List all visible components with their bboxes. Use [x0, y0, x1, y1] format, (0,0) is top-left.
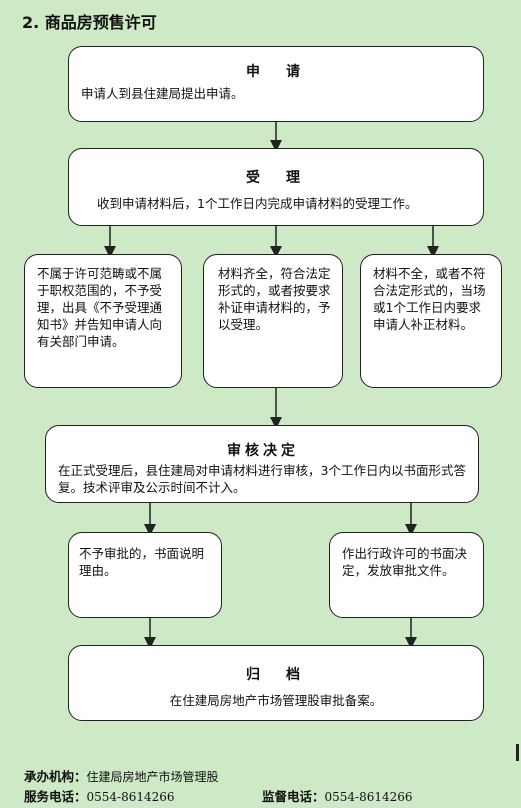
footer-service: 服务电话：0554-8614266 [24, 786, 175, 805]
agency-value: 住建局房地产市场管理股 [86, 770, 219, 784]
branch-complete: 材料齐全，符合法定形式的，或者按要求补证申请材料的，予以受理。 [203, 254, 343, 388]
supervise-label: 监督电话： [262, 789, 325, 804]
result-deny-body: 不予审批的，书面说明理由。 [79, 546, 205, 578]
footer-agency: 承办机构：住建局房地产市场管理股 [24, 766, 219, 785]
branch-reject-body: 不属于许可范畴或不属于职权范围的，不予受理，出具《不予受理通知书》并告知申请人向… [37, 266, 163, 349]
step-archive: 归 档 在住建局房地产市场管理股审批备案。 [68, 645, 484, 721]
step-review-body: 在正式受理后，县住建局对申请材料进行审核，3个工作日内以书面形式答复。技术评审及… [58, 463, 466, 495]
step-apply: 申 请 申请人到县住建局提出申请。 [68, 46, 484, 122]
step-apply-head: 申 请 [246, 64, 306, 80]
service-phone: 0554-8614266 [86, 790, 175, 804]
step-archive-head: 归 档 [246, 667, 306, 683]
branch-reject: 不属于许可范畴或不属于职权范围的，不予受理，出具《不予受理通知书》并告知申请人向… [24, 254, 182, 388]
supervise-phone: 0554-8614266 [324, 790, 413, 804]
edge-marker [516, 744, 519, 761]
step-review-head: 审核决定 [227, 443, 299, 459]
result-approve-body: 作出行政许可的书面决定，发放审批文件。 [342, 546, 468, 578]
service-label: 服务电话： [24, 789, 87, 804]
result-deny: 不予审批的，书面说明理由。 [68, 532, 222, 618]
agency-label: 承办机构： [24, 769, 87, 784]
step-apply-body: 申请人到县住建局提出申请。 [81, 86, 244, 101]
step-review: 审核决定 在正式受理后，县住建局对申请材料进行审核，3个工作日内以书面形式答复。… [45, 425, 479, 503]
page-title: 2. 商品房预售许可 [22, 13, 157, 32]
step-accept-body: 收到申请材料后，1个工作日内完成申请材料的受理工作。 [97, 196, 418, 211]
result-approve: 作出行政许可的书面决定，发放审批文件。 [329, 532, 484, 618]
branch-complete-body: 材料齐全，符合法定形式的，或者按要求补证申请材料的，予以受理。 [218, 266, 331, 332]
branch-incomplete: 材料不全，或者不符合法定形式的，当场或1个工作日内要求申请人补正材料。 [360, 254, 502, 388]
step-accept-head: 受 理 [246, 170, 306, 186]
step-archive-body: 在住建局房地产市场管理股审批备案。 [169, 693, 383, 708]
footer-supervise: 监督电话：0554-8614266 [262, 786, 413, 805]
branch-incomplete-body: 材料不全，或者不符合法定形式的，当场或1个工作日内要求申请人补正材料。 [373, 266, 486, 332]
step-accept: 受 理 收到申请材料后，1个工作日内完成申请材料的受理工作。 [68, 148, 484, 226]
